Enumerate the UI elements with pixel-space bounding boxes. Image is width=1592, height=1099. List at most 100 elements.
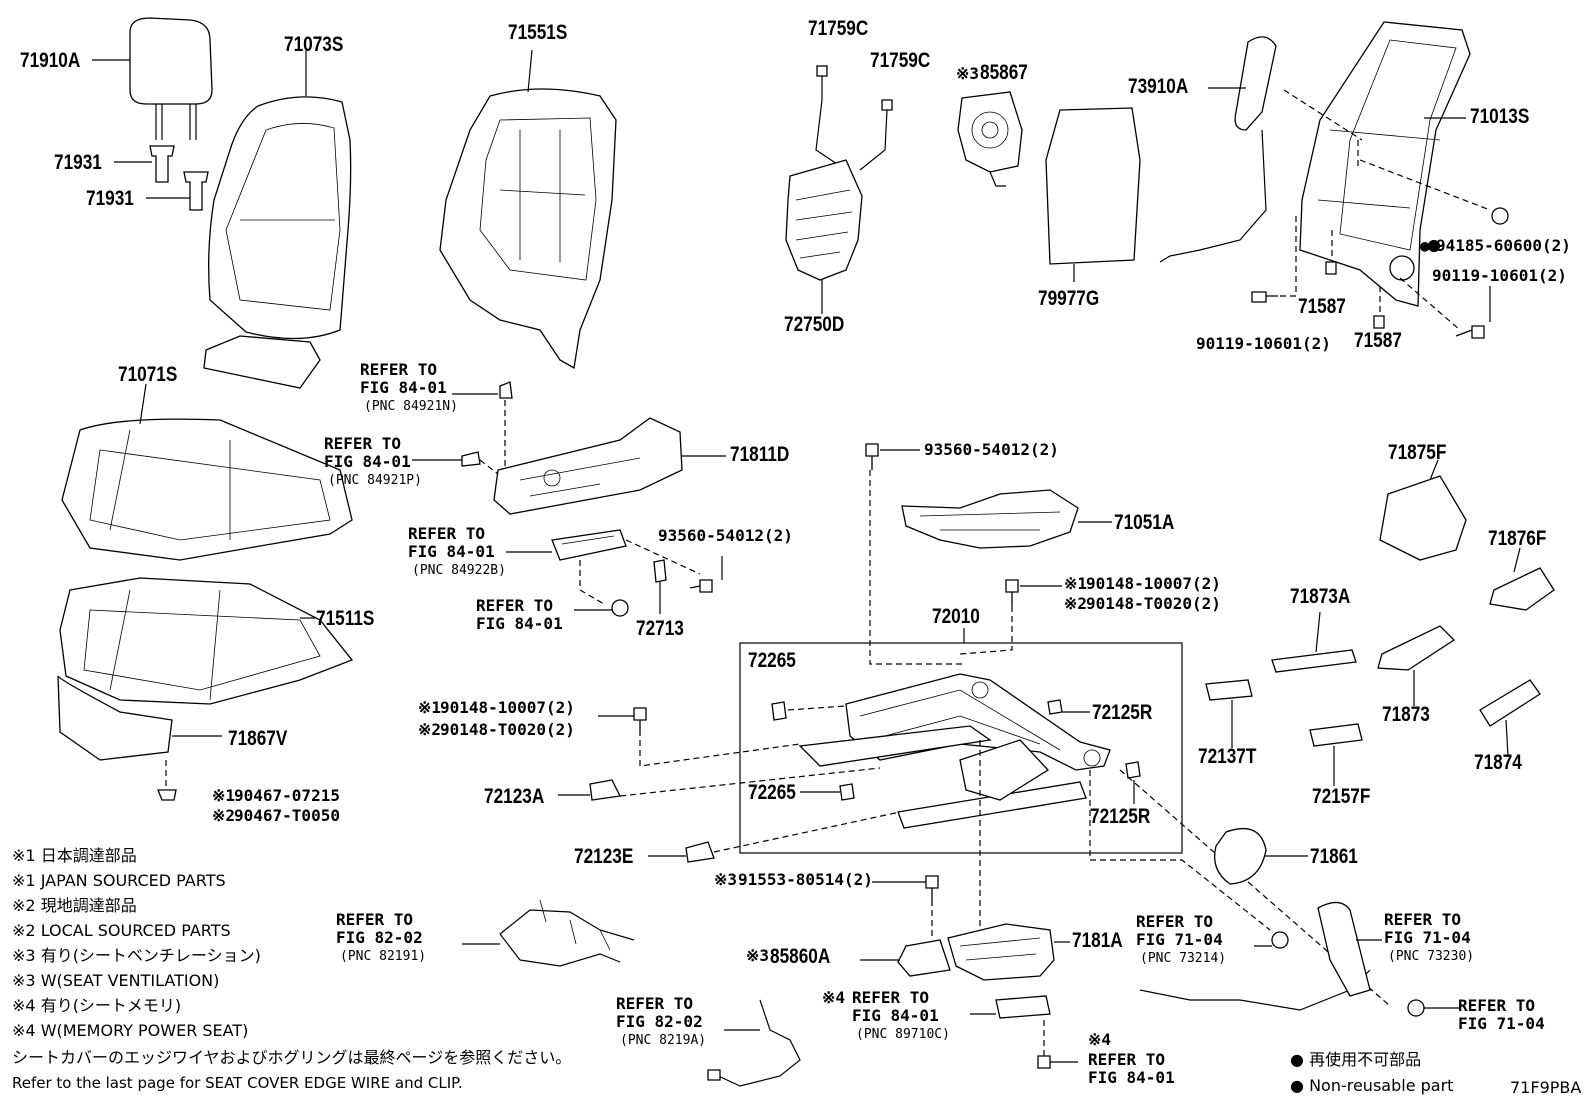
- part-label[interactable]: 79977G: [1038, 287, 1100, 310]
- legend-item: ※3 有り(シートベンチレーション): [12, 946, 261, 965]
- part-label[interactable]: 94185-60600(2): [1436, 236, 1571, 255]
- part-label[interactable]: 71071S: [118, 363, 178, 386]
- refer-to-pnc: (PNC 84922B): [412, 563, 506, 578]
- refer-to-fig[interactable]: FIG 82-02: [336, 928, 423, 947]
- part-label[interactable]: 71051A: [1114, 511, 1175, 534]
- refer-to-label[interactable]: REFER TO: [360, 360, 438, 379]
- refer-to-fig[interactable]: FIG 71-04: [1136, 930, 1223, 949]
- refer-to-label[interactable]: REFER TO: [336, 910, 414, 929]
- refer-to-fig[interactable]: FIG 82-02: [616, 1012, 703, 1031]
- part-label[interactable]: 90148-T0020(2): [440, 720, 575, 739]
- part-label[interactable]: 72750D: [784, 313, 845, 336]
- part-label[interactable]: 72265: [748, 781, 796, 804]
- part-label[interactable]: 91553-80514(2): [738, 870, 873, 889]
- wire-harness-drawing: [462, 899, 1460, 1087]
- part-label[interactable]: 72137T: [1198, 745, 1257, 768]
- seatback-heater-pad-drawing: [1045, 107, 1141, 282]
- cushion-pad-drawing: [59, 577, 354, 705]
- seatback-cover-drawing: [203, 50, 352, 389]
- refer-to-label[interactable]: REFER TO: [616, 994, 694, 1013]
- legend-item: ※4 有り(シートメモリ): [12, 996, 182, 1015]
- part-label[interactable]: 93560-54012(2): [924, 440, 1059, 459]
- seat-track-assembly-drawing: [619, 470, 1391, 1007]
- refer-to-label[interactable]: REFER TO: [852, 988, 930, 1007]
- refer-to-fig[interactable]: FIG 84-01: [408, 542, 495, 561]
- part-label[interactable]: 72123A: [484, 785, 545, 808]
- part-label[interactable]: 90148-10007(2): [440, 698, 575, 717]
- part-label[interactable]: 7181A: [1072, 929, 1123, 952]
- refer-to-label[interactable]: REFER TO: [1458, 996, 1536, 1015]
- part-label[interactable]: 71873A: [1290, 585, 1351, 608]
- refer-to-label[interactable]: REFER TO: [476, 596, 554, 615]
- part-label[interactable]: 71811D: [730, 443, 790, 466]
- part-label[interactable]: 72125R: [1090, 805, 1151, 828]
- part-label[interactable]: 90467-07215: [234, 786, 340, 805]
- refer-to-fig[interactable]: FIG 71-04: [1458, 1014, 1545, 1033]
- part-label[interactable]: 71759C: [808, 17, 869, 40]
- refer-to-pnc: (PNC 73214): [1140, 951, 1227, 966]
- mark: ※2: [212, 806, 236, 825]
- mark: ※2: [1064, 594, 1088, 613]
- part-label[interactable]: 71910A: [20, 49, 81, 72]
- legend-item: ※4 W(MEMORY POWER SEAT): [12, 1021, 249, 1040]
- part-label[interactable]: 90119-10601(2): [1432, 266, 1567, 285]
- legend-item: ※1 日本調達部品: [12, 846, 137, 865]
- refer-to-pnc: (PNC 89710C): [856, 1027, 950, 1042]
- mark: ※2: [418, 720, 442, 739]
- seatback-frame-drawing: [1283, 21, 1491, 307]
- refer-to-label[interactable]: REFER TO: [1384, 910, 1462, 929]
- refer-to-label[interactable]: REFER TO: [324, 434, 402, 453]
- mark: ※1: [418, 698, 442, 717]
- headrest-guide-drawing: [114, 145, 209, 211]
- part-label[interactable]: 71875F: [1388, 441, 1447, 464]
- part-label[interactable]: 90119-10601(2): [1196, 334, 1331, 353]
- part-label[interactable]: 85867: [980, 61, 1028, 84]
- mark: ※3: [714, 870, 738, 889]
- part-label[interactable]: 71759C: [870, 49, 931, 72]
- mark: ※4: [822, 988, 846, 1007]
- refer-to-pnc: (PNC 82191): [340, 949, 427, 964]
- part-label[interactable]: 72157F: [1312, 785, 1371, 808]
- part-label[interactable]: 90467-T0050: [234, 806, 340, 825]
- refer-to-fig[interactable]: FIG 84-01: [476, 614, 563, 633]
- part-label[interactable]: 71511S: [316, 607, 375, 630]
- non-reusable-en: ● Non-reusable part: [1290, 1076, 1454, 1095]
- part-label[interactable]: 73910A: [1128, 75, 1189, 98]
- refer-to-pnc: (PNC 73230): [1388, 949, 1475, 964]
- refer-to-fig[interactable]: FIG 84-01: [324, 452, 411, 471]
- refer-to-fig[interactable]: FIG 71-04: [1384, 928, 1471, 947]
- part-label[interactable]: 72125R: [1092, 701, 1153, 724]
- refer-to-label[interactable]: REFER TO: [408, 524, 486, 543]
- part-label[interactable]: 71587: [1298, 295, 1346, 318]
- refer-to-label[interactable]: REFER TO: [1136, 912, 1214, 931]
- part-label[interactable]: 72123E: [574, 845, 634, 868]
- part-label[interactable]: 71073S: [284, 33, 344, 56]
- figure-code: 71F9PBA: [1510, 1078, 1582, 1097]
- part-label[interactable]: 71931: [54, 151, 102, 174]
- seatback-pad-drawing: [439, 49, 617, 370]
- part-label[interactable]: 71876F: [1488, 527, 1547, 550]
- mark: ※1: [212, 786, 236, 805]
- part-label[interactable]: 90148-10007(2): [1086, 574, 1221, 593]
- part-label[interactable]: 71551S: [508, 21, 568, 44]
- part-label[interactable]: 71013S: [1470, 105, 1530, 128]
- refer-to-label[interactable]: REFER TO: [1088, 1050, 1166, 1069]
- refer-to-fig[interactable]: FIG 84-01: [852, 1006, 939, 1025]
- part-label[interactable]: 72265: [748, 649, 796, 672]
- part-label[interactable]: 72010: [932, 605, 980, 628]
- part-label[interactable]: 71931: [86, 187, 134, 210]
- part-label[interactable]: 71867V: [228, 727, 288, 750]
- part-label[interactable]: 71873: [1382, 703, 1430, 726]
- part-label[interactable]: 71587: [1354, 329, 1402, 352]
- part-label[interactable]: 90148-T0020(2): [1086, 594, 1221, 613]
- refer-to-fig[interactable]: FIG 84-01: [360, 378, 447, 397]
- non-reusable-jp: ● 再使用不可部品: [1290, 1050, 1422, 1069]
- part-label[interactable]: 71874: [1474, 751, 1522, 774]
- part-label[interactable]: 93560-54012(2): [658, 526, 793, 545]
- mark: ※3: [746, 946, 770, 965]
- part-label[interactable]: 85860A: [770, 945, 831, 968]
- part-label[interactable]: 72713: [636, 617, 684, 640]
- legend-item: ※1 JAPAN SOURCED PARTS: [12, 871, 226, 890]
- refer-to-fig[interactable]: FIG 84-01: [1088, 1068, 1175, 1087]
- part-label[interactable]: 71861: [1310, 845, 1358, 868]
